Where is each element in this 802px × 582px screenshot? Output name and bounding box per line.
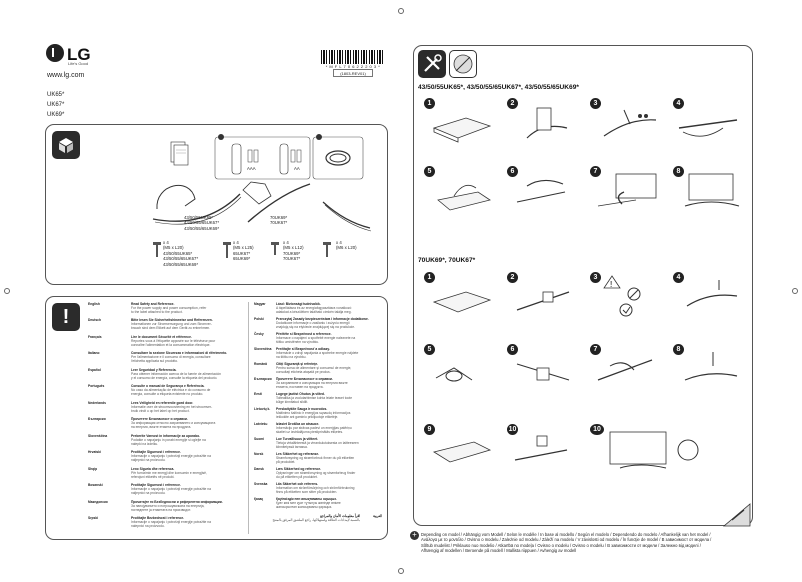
step-a6: 6 [507,166,579,214]
step-b5: 5 [424,344,496,392]
step-b8: 8 [673,344,745,392]
soft-surface-icon [449,50,477,78]
safety-panel [45,296,388,540]
step-a7: 7 [590,166,662,214]
stand-models-a: 43/50/55UK65* 43/50/55/65UK67* 43/50/55/… [184,215,220,231]
battery-label-aaa: AAA [247,166,256,171]
screw-qty: x 4 [336,240,342,245]
step-a3: 3 [590,98,662,146]
screw-spec-4: x 4 (M6 x L20) [336,240,376,251]
step-b3: 3 ! [590,272,662,320]
step-b9: 9 [424,424,496,472]
model-list: UK65* UK67* UK69* [47,90,64,120]
svg-text:!: ! [610,280,612,289]
warning-icon: ! [52,303,80,331]
brand-name: LG [67,45,91,64]
step-b6: 6 [507,344,579,392]
screw-qty: x 4 [233,240,239,245]
group-b-title: 70UK69*, 70UK67* [418,257,476,264]
step-a8: 8 [673,166,745,214]
footer-note: Depending on model / Abhängig vom Modell… [421,532,712,554]
model-item: UK65* [47,92,65,98]
step-b10: 10 [507,424,579,472]
components-panel [45,124,388,285]
page-turn-icon [722,500,752,528]
battery-label-aa: AA [294,166,300,171]
tools-icon [418,50,446,78]
screw-spec-2: x 4 (M5 x L25) 65UK67* 65UK69* [233,240,273,262]
registration-mark-left [4,288,10,294]
safety-divider [248,302,249,534]
screw-spec-1: x 4 (M5 x L20) 43/50/55UK65* 43/50/55/65… [163,240,221,267]
barcode [321,50,385,64]
stand-models-b: 70UK69* 70UK67* [270,215,288,226]
step-b7: 7 [590,344,662,392]
plus-icon: + [410,531,419,540]
step-a5: 5 [424,166,496,214]
step-b2: 2 [507,272,579,320]
barcode-number: * M F L 7 0 6 2 2 2 0 3 * [325,64,381,69]
lg-logo-icon [46,44,64,62]
step-b1: 1 [424,272,496,320]
screw-qty: x 4 [283,240,289,245]
step-b4: 4 [673,272,745,320]
assembly-panel [413,45,753,526]
screw-spec-3: x 4 (M5 x L12) 70UK69* 70UK67* [283,240,323,262]
group-a-title: 43/50/55UK65*, 43/50/55/65UK67*, 43/50/5… [418,84,579,91]
registration-mark-right [792,288,798,294]
website: www.lg.com [47,72,85,79]
registration-mark-top [398,8,404,14]
model-item: UK67* [47,102,65,108]
components-illustrations [152,134,372,258]
step-a1: 1 [424,98,496,146]
registration-mark-bottom [398,568,404,574]
step-a2: 2 [507,98,579,146]
revision-code: (1803-REV01) [333,69,373,77]
model-item: UK69* [47,112,65,118]
box-icon [52,131,80,159]
screw-qty: x 4 [163,240,169,245]
step-a4: 4 [673,98,745,146]
step-b11: 10 [590,424,720,472]
brand-tagline: Life's Good [68,61,89,66]
